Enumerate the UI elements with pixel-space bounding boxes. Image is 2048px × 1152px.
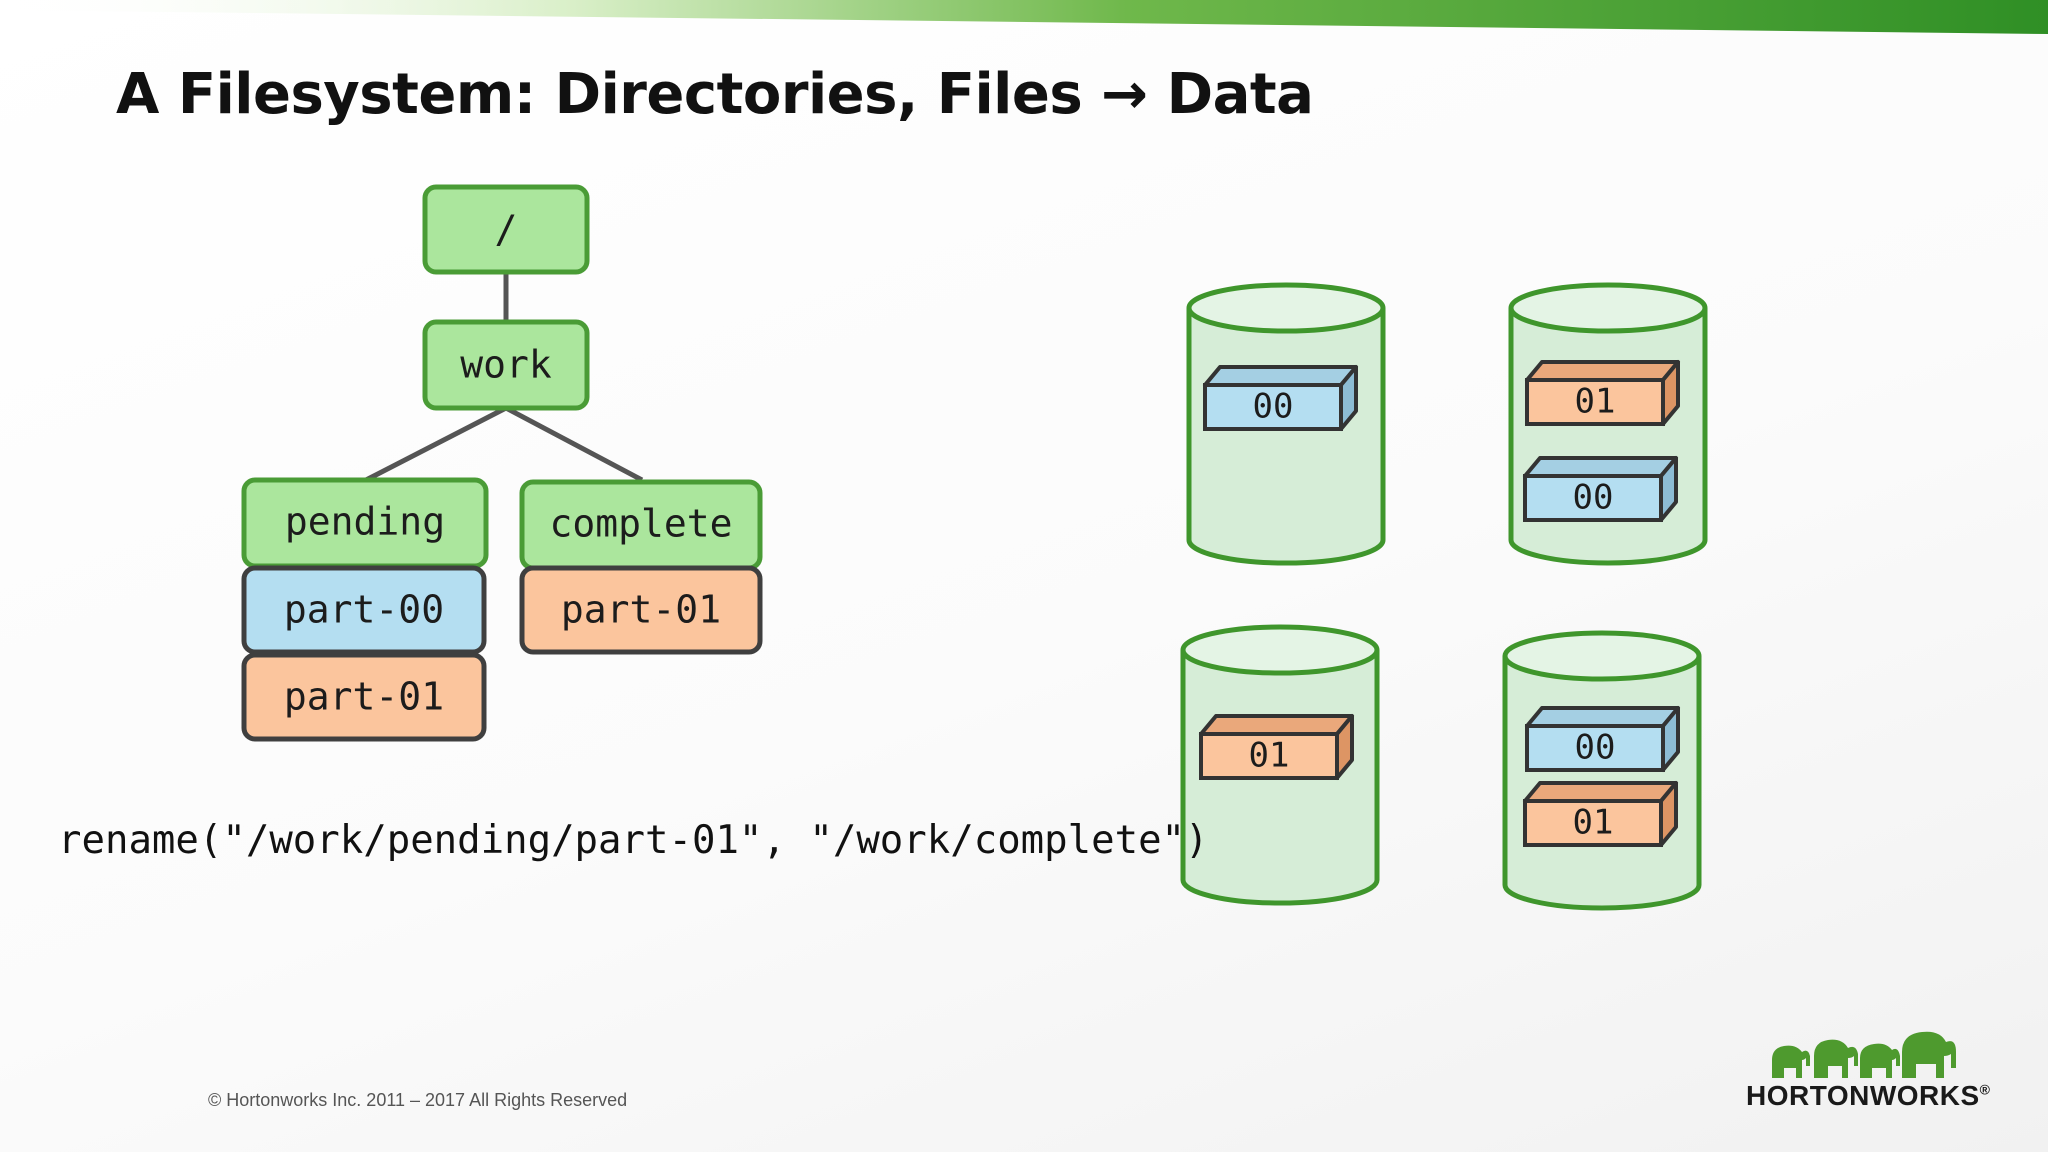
disk-4-chunk-00-label: 00 — [1575, 728, 1616, 768]
file-label-complete-part-01: part-01 — [561, 588, 721, 632]
tree-connectors — [364, 272, 644, 483]
directory-label-work: work — [460, 343, 552, 387]
disk-2-chunk-01: 01 — [1525, 360, 1680, 426]
file-label-pending-part-01: part-01 — [284, 675, 444, 719]
top-banner — [0, 0, 2048, 34]
directory-node-root: / — [422, 184, 590, 275]
rename-command: rename("/work/pending/part-01", "/work/c… — [58, 818, 1209, 863]
disk-2-chunk-01-label: 01 — [1575, 382, 1616, 422]
directory-node-complete: complete — [519, 479, 763, 571]
disk-2-chunk-00-label: 00 — [1573, 478, 1614, 518]
directory-label-pending: pending — [285, 500, 445, 544]
directory-label-root: / — [495, 208, 518, 252]
brand-name: HORTONWORKS® — [1746, 1080, 1990, 1112]
brand-logo: HORTONWORKS® — [1740, 1026, 1990, 1116]
slide-title: A Filesystem: Directories, Files → Data — [116, 62, 1314, 127]
disk-3-chunk-01-label: 01 — [1249, 736, 1290, 776]
file-node-complete-part-01: part-01 — [519, 565, 763, 655]
disk-2-chunk-00: 00 — [1523, 456, 1678, 522]
directory-node-pending: pending — [241, 477, 489, 569]
disk-1-chunk-00: 00 — [1203, 365, 1358, 431]
directory-node-work: work — [422, 319, 590, 411]
disk-3-chunk-01: 01 — [1199, 714, 1354, 780]
file-label-pending-part-00: part-00 — [284, 588, 444, 632]
disk-4-chunk-01-label: 01 — [1573, 803, 1614, 843]
file-node-pending-part-00: part-00 — [241, 565, 487, 655]
disk-1-chunk-00-label: 00 — [1253, 387, 1294, 427]
file-node-pending-part-01: part-01 — [241, 652, 487, 742]
connector-work-pending — [364, 405, 508, 483]
brand-wordmark: HORTONWORKS — [1746, 1080, 1980, 1111]
footer-copyright: © Hortonworks Inc. 2011 – 2017 All Right… — [208, 1090, 628, 1110]
disk-4-chunk-00: 00 — [1525, 706, 1680, 772]
registered-mark: ® — [1979, 1081, 1991, 1098]
connector-work-complete — [504, 405, 644, 483]
directory-label-complete: complete — [549, 502, 732, 546]
disk-4-chunk-01: 01 — [1523, 781, 1678, 847]
elephant-herd-icon — [1772, 1031, 1956, 1078]
